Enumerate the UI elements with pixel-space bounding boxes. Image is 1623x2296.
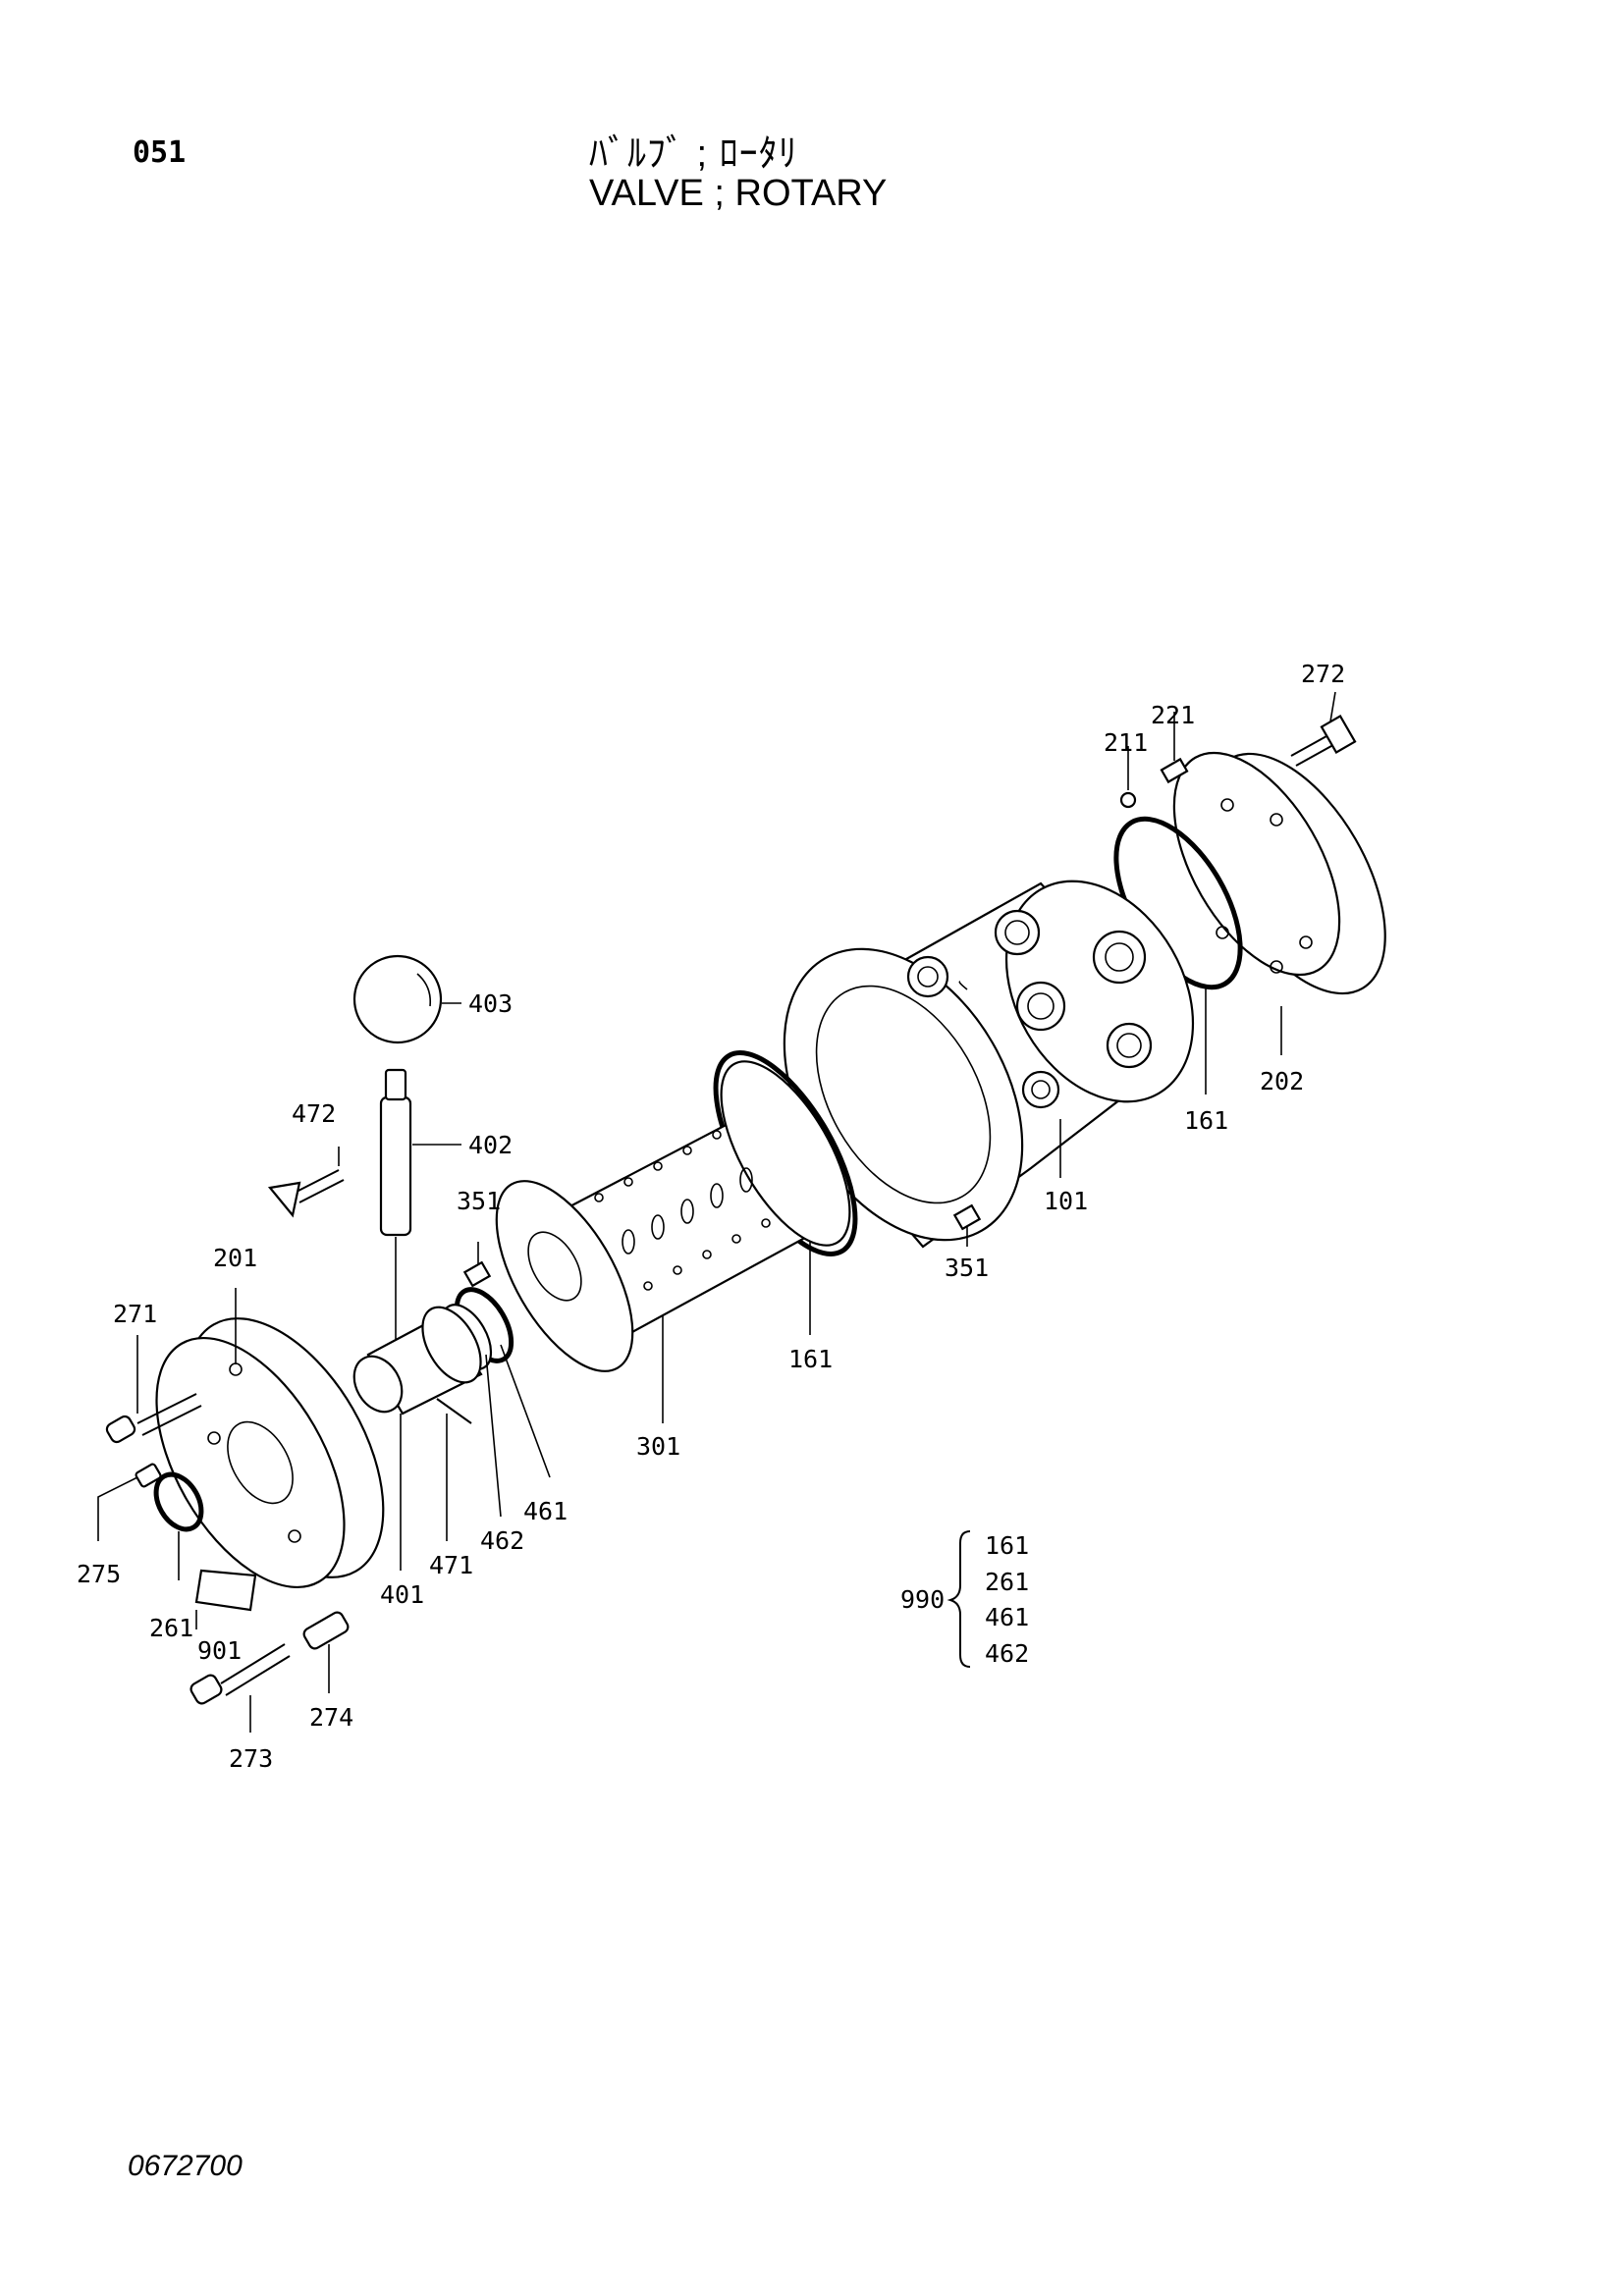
part-274-sleeve (302, 1611, 350, 1650)
part-402-shaft (379, 1068, 412, 1345)
callout-351-left: 351 (457, 1187, 501, 1215)
kit-item: 461 (985, 1603, 1029, 1631)
callout-101: 101 (1044, 1187, 1088, 1215)
callout-211: 211 (1104, 728, 1148, 757)
callout-403: 403 (468, 989, 513, 1018)
part-211-ball (1119, 791, 1137, 809)
callout-labels: 272 221 211 202 161 101 351 403 402 472 … (77, 660, 1345, 1773)
callout-461: 461 (523, 1497, 568, 1525)
callout-462: 462 (480, 1526, 524, 1555)
part-272-bolt (1290, 715, 1357, 767)
title-japanese: ﾊﾞﾙﾌﾞ ; ﾛｰﾀﾘ (589, 133, 798, 175)
callout-275: 275 (77, 1560, 121, 1588)
kit-brace (947, 1530, 971, 1668)
callout-401: 401 (380, 1580, 424, 1609)
callout-161-right: 161 (1184, 1106, 1228, 1135)
kit-number: 990 (900, 1585, 945, 1614)
callout-273: 273 (229, 1744, 273, 1773)
kit-990-group: 990 161 261 461 462 (900, 1530, 1029, 1668)
leader-lines (97, 691, 1336, 1733)
part-275-plug (135, 1463, 162, 1488)
callout-472: 472 (292, 1099, 336, 1128)
callout-221: 221 (1151, 701, 1195, 729)
callout-271: 271 (113, 1300, 157, 1328)
part-471-pin (436, 1398, 472, 1424)
part-201-front-cover (155, 1317, 385, 1589)
part-901-nameplate (194, 1569, 257, 1612)
callout-261: 261 (149, 1614, 193, 1642)
part-261-seal (153, 1471, 204, 1532)
part-273-bolt (189, 1643, 291, 1705)
callout-274: 274 (309, 1703, 353, 1732)
part-271-bolt (105, 1393, 202, 1444)
part-472-wing-screw (267, 1169, 345, 1218)
callout-201: 201 (213, 1244, 257, 1272)
callout-202: 202 (1260, 1067, 1304, 1095)
document-number: 0672700 (128, 2150, 243, 2182)
callout-272: 272 (1301, 660, 1345, 688)
title-english: VALVE ; ROTARY (589, 173, 888, 214)
kit-item: 261 (985, 1568, 1029, 1596)
part-221-plug (1160, 757, 1189, 784)
part-403-ball (352, 954, 443, 1044)
page-code: 051 (133, 135, 187, 170)
callout-471: 471 (429, 1551, 473, 1579)
kit-item: 462 (985, 1639, 1029, 1668)
callout-901: 901 (197, 1636, 242, 1665)
callout-161-middle: 161 (788, 1345, 833, 1373)
callout-301: 301 (636, 1432, 680, 1461)
callout-402: 402 (468, 1131, 513, 1159)
callout-351-right: 351 (945, 1254, 989, 1282)
part-401-spool (352, 1306, 483, 1415)
part-202-rear-cover (1172, 751, 1386, 995)
kit-item: 161 (985, 1531, 1029, 1560)
part-351-plug-left (462, 1260, 492, 1288)
part-351-plug-right (952, 1203, 982, 1231)
part-301-shaft (495, 1060, 851, 1372)
